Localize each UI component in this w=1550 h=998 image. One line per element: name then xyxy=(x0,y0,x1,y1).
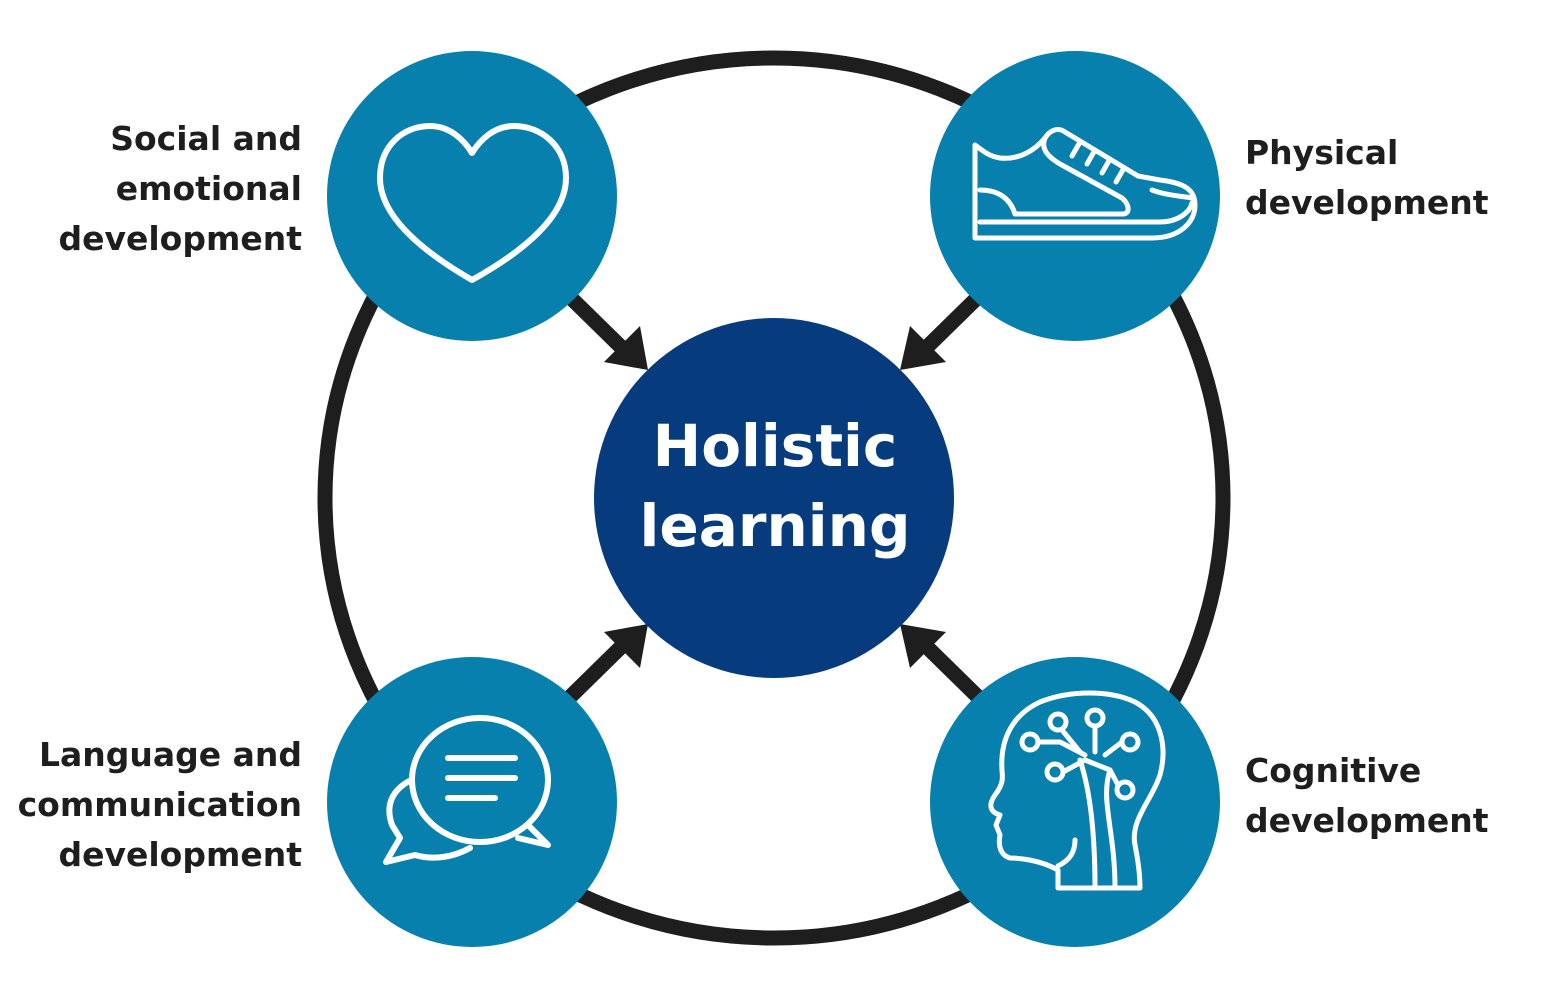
center-title-line-1: Holistic xyxy=(652,412,898,480)
arrow-language-to-center xyxy=(564,624,648,703)
label-cognitive-line-1: Cognitive xyxy=(1245,751,1422,790)
outer-ring xyxy=(317,50,1231,946)
brain-head-icon xyxy=(988,690,1166,891)
center-title-line-2: learning xyxy=(639,492,911,560)
node-circle-cognitive xyxy=(930,657,1220,947)
node-circle-physical xyxy=(930,51,1220,341)
label-physical-line-1: Physical xyxy=(1245,133,1399,172)
label-language-line-1: Language and xyxy=(38,735,302,774)
label-physical: Physical development xyxy=(1245,128,1489,228)
label-cognitive: Cognitive development xyxy=(1245,746,1489,846)
node-circle-social xyxy=(327,51,617,341)
label-language: Language and communication development xyxy=(18,730,302,880)
node-circle-language xyxy=(327,657,617,947)
label-social-line-1: Social and xyxy=(110,119,302,158)
label-cognitive-line-2: development xyxy=(1245,801,1489,840)
speech-bubbles-icon xyxy=(383,715,551,865)
sneaker-icon xyxy=(972,127,1198,241)
label-social: Social and emotional development xyxy=(58,114,302,264)
label-physical-line-2: development xyxy=(1245,183,1489,222)
label-social-line-2: emotional xyxy=(115,169,302,208)
heart-icon xyxy=(377,123,569,283)
arrow-cognitive-to-center xyxy=(900,624,984,703)
center-circle xyxy=(594,318,954,678)
label-social-line-3: development xyxy=(58,219,302,258)
center-title: Holistic learning xyxy=(596,406,954,586)
arrow-physical-to-center xyxy=(900,291,984,370)
arrow-social-to-center xyxy=(564,291,648,370)
label-language-line-2: communication xyxy=(17,785,302,824)
label-language-line-3: development xyxy=(58,835,302,874)
